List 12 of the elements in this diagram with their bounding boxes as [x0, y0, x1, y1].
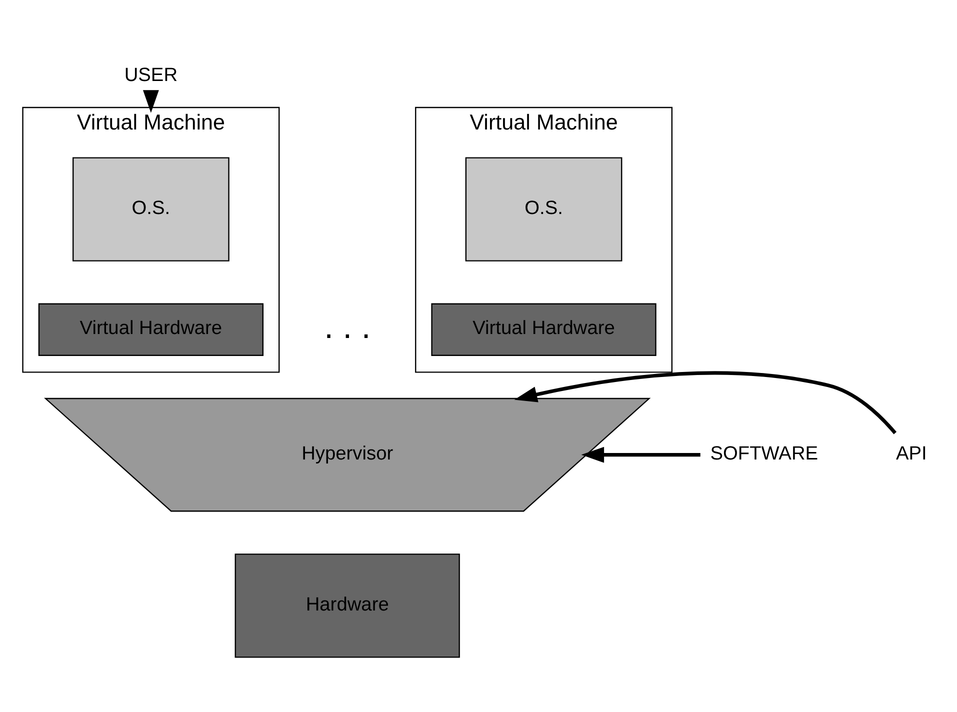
node-box: Virtual Hardware	[38, 303, 264, 356]
node-box: O.S.	[465, 157, 622, 262]
node-box: Hardware	[234, 554, 460, 658]
arrow	[581, 446, 700, 463]
node-text: SOFTWARE	[710, 443, 818, 464]
node-box: Virtual Hardware	[431, 303, 656, 356]
node-box: O.S.	[72, 157, 230, 262]
node-text: USER	[124, 64, 178, 86]
node-text: API	[896, 443, 927, 464]
arrow	[142, 90, 159, 113]
label: . . .	[324, 308, 371, 346]
arrow	[514, 371, 897, 434]
